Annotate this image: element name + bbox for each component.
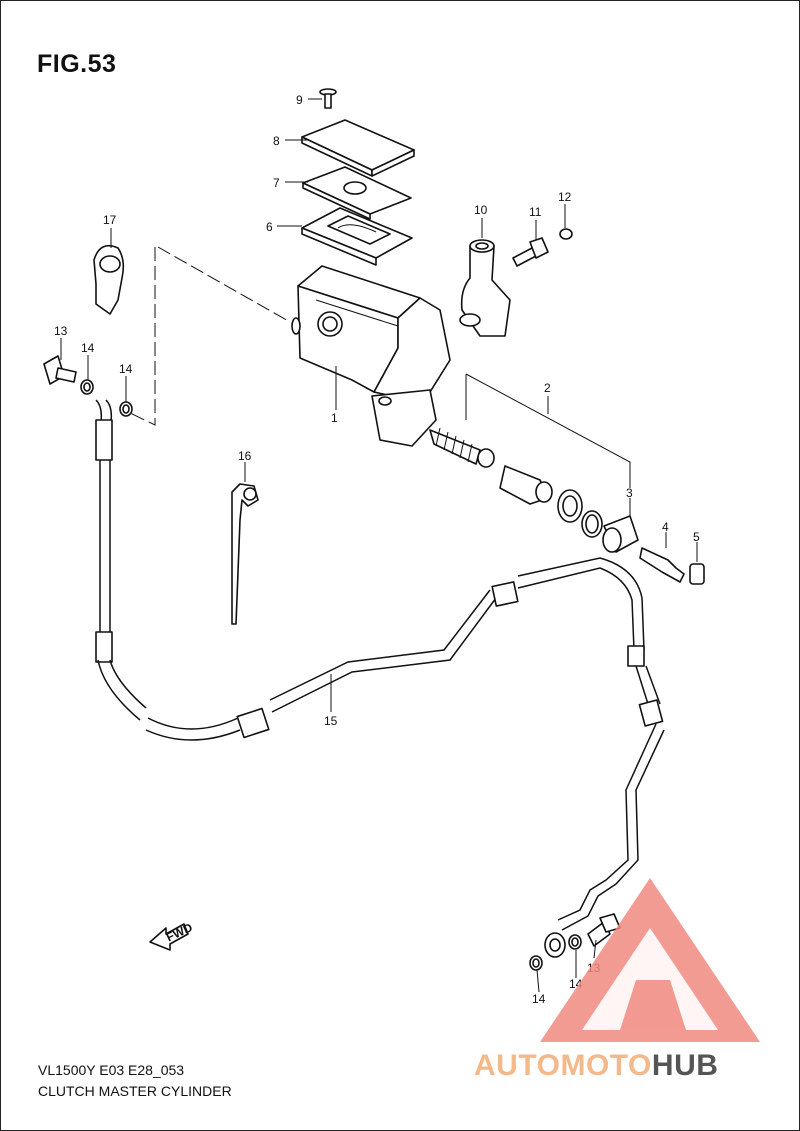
reservoir-cap-part-8 xyxy=(301,119,415,177)
callout-16: 16 xyxy=(238,449,252,463)
diaphragm-plate-part-7 xyxy=(302,166,412,220)
cup-seal xyxy=(557,489,583,523)
diaphragm-part-6 xyxy=(301,207,413,266)
callout-14-upper-a: 14 xyxy=(81,341,95,355)
washer-lower-part-14c xyxy=(529,955,543,971)
screw-part-9 xyxy=(319,88,337,109)
banjo-lower xyxy=(544,932,566,958)
watermark-text-part2: HUB xyxy=(651,1049,719,1082)
assembly-guide-lines xyxy=(127,246,631,488)
callout-10: 10 xyxy=(474,203,488,217)
cable-tie-part-16 xyxy=(231,483,259,625)
nut-part-5 xyxy=(689,563,705,585)
clutch-hose-part-15 xyxy=(95,399,665,931)
callout-7: 7 xyxy=(273,176,280,190)
callout-14-lower-b: 14 xyxy=(532,992,546,1006)
washer-upper-part-14b xyxy=(119,401,133,417)
callout-11: 11 xyxy=(529,205,542,219)
fwd-label: FWD xyxy=(164,920,195,944)
forward-arrow-icon: FWD xyxy=(149,920,195,951)
callout-12: 12 xyxy=(558,190,572,204)
callout-6: 6 xyxy=(266,220,273,234)
handlebar-clamp-part-10 xyxy=(459,239,511,337)
callout-15: 15 xyxy=(324,714,338,728)
callout-4: 4 xyxy=(662,520,669,534)
circlip xyxy=(581,510,603,538)
callout-5: 5 xyxy=(693,530,700,544)
callout-9: 9 xyxy=(296,93,303,107)
watermark-text-part1: AUTOMOTO xyxy=(474,1049,652,1082)
callout-14-upper-b: 14 xyxy=(119,362,133,376)
callout-1: 1 xyxy=(331,411,338,425)
model-code: VL1500Y E03 E28_053 xyxy=(38,1062,185,1078)
banjo-bolt-upper-part-13 xyxy=(43,355,77,385)
push-rod-part-4 xyxy=(639,547,685,583)
watermark-text: AUTOMOTOHUB xyxy=(474,1049,718,1083)
callout-labels: 1 2 3 4 5 6 7 8 9 10 11 12 13 14 14 15 1… xyxy=(54,93,700,1006)
master-cylinder-body-part-1 xyxy=(291,265,451,447)
diagram-caption: CLUTCH MASTER CYLINDER xyxy=(38,1083,232,1099)
leader-lines xyxy=(60,98,698,993)
callout-13-upper: 13 xyxy=(54,324,68,338)
callout-3: 3 xyxy=(626,486,633,500)
callout-2: 2 xyxy=(544,381,551,395)
switch-boot-part-17 xyxy=(93,244,125,315)
clamp-bolt-part-11 xyxy=(512,237,549,267)
piston-boot-part-3 xyxy=(602,515,639,553)
callout-17: 17 xyxy=(103,213,117,227)
figure-title: FIG.53 xyxy=(37,50,117,78)
callout-8: 8 xyxy=(273,134,280,148)
washer-part-12 xyxy=(559,228,573,240)
washer-upper-part-14a xyxy=(80,379,94,395)
watermark-logo-icon xyxy=(540,878,760,1042)
piston-kit-part-2 xyxy=(429,427,553,505)
washer-lower-part-14d xyxy=(568,934,582,950)
